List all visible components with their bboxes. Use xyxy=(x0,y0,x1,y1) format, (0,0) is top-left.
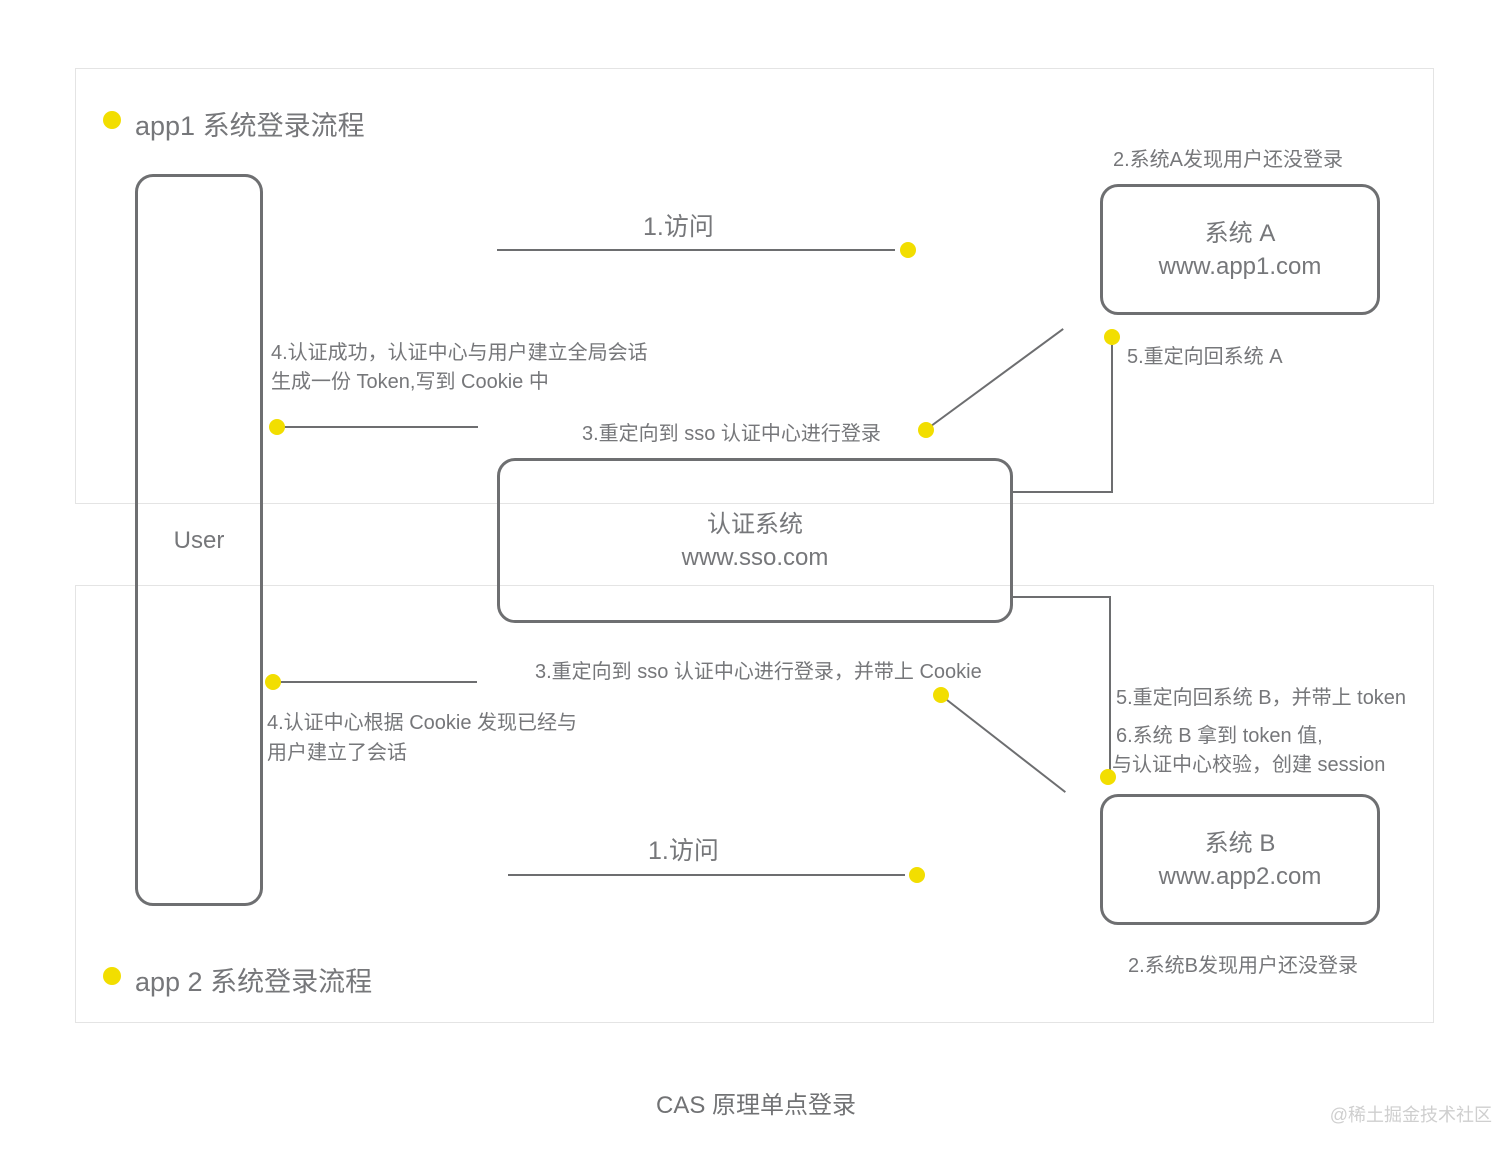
connector-line-redirect-back-a-v xyxy=(1111,345,1113,493)
sso-node: 认证系统 www.sso.com xyxy=(497,458,1013,623)
app1-flow-title: app1 系统登录流程 xyxy=(135,111,365,141)
annotation-redirect-sso-app1: 3.重定向到 sso 认证中心进行登录 xyxy=(582,423,881,445)
connector-line-visit-a xyxy=(497,249,895,251)
connector-dot-icon xyxy=(269,419,285,435)
system-a-name: 系统 A xyxy=(1204,219,1276,247)
connector-line-visit-b xyxy=(508,874,905,876)
connector-dot-icon xyxy=(900,242,916,258)
system-b-name: 系统 B xyxy=(1204,829,1276,857)
connector-line-cookie-session xyxy=(280,681,477,683)
annotation-cookie-session-line1: 4.认证中心根据 Cookie 发现已经与 xyxy=(267,712,578,734)
diagram-caption: CAS 原理单点登录 xyxy=(655,1092,856,1119)
sso-url: www.sso.com xyxy=(681,543,829,571)
watermark: @稀土掘金技术社区 xyxy=(1329,1105,1492,1125)
user-node-label: User xyxy=(173,526,225,554)
annotation-redirect-back-b: 5.重定向回系统 B，并带上 token xyxy=(1116,687,1407,709)
system-a-node: 系统 A www.app1.com xyxy=(1100,184,1380,315)
system-b-node: 系统 B www.app2.com xyxy=(1100,794,1380,925)
connector-line-redirect-back-b-v xyxy=(1109,596,1111,770)
bullet-icon xyxy=(103,967,121,985)
annotation-token-line2: 与认证中心校验，创建 session xyxy=(1112,754,1386,776)
annotation-app1-not-logged-in: 2.系统A发现用户还没登录 xyxy=(1113,149,1344,171)
annotation-redirect-back-a: 5.重定向回系统 A xyxy=(1127,346,1283,368)
annotation-visit-app1: 1.访问 xyxy=(643,213,714,241)
app1-flow-panel xyxy=(75,68,1434,504)
annotation-cookie-session-line2: 用户建立了会话 xyxy=(267,742,407,764)
annotation-visit-app2: 1.访问 xyxy=(648,837,719,865)
connector-line-redirect-back-a-h xyxy=(1013,491,1113,493)
annotation-app2-not-logged-in: 2.系统B发现用户还没登录 xyxy=(1128,955,1359,977)
connector-line-auth-success xyxy=(277,426,478,428)
bullet-icon xyxy=(103,111,121,129)
annotation-auth-success-line1: 4.认证成功，认证中心与用户建立全局会话 xyxy=(271,342,648,364)
system-a-url: www.app1.com xyxy=(1158,252,1322,280)
annotation-auth-success-line2: 生成一份 Token,写到 Cookie 中 xyxy=(271,371,549,393)
connector-line-redirect-back-b-h xyxy=(1013,596,1111,598)
connector-dot-icon xyxy=(1104,329,1120,345)
annotation-redirect-sso-app2: 3.重定向到 sso 认证中心进行登录，并带上 Cookie xyxy=(535,661,982,683)
connector-dot-icon xyxy=(918,422,934,438)
annotation-token-line1: 6.系统 B 拿到 token 值, xyxy=(1116,725,1323,747)
sso-name: 认证系统 xyxy=(707,510,803,538)
connector-dot-icon xyxy=(265,674,281,690)
connector-dot-icon xyxy=(933,687,949,703)
app2-flow-panel xyxy=(75,585,1434,1023)
system-b-url: www.app2.com xyxy=(1158,862,1322,890)
app2-flow-title: app 2 系统登录流程 xyxy=(135,967,373,997)
user-node: User xyxy=(135,174,263,906)
connector-dot-icon xyxy=(1100,769,1116,785)
connector-dot-icon xyxy=(909,867,925,883)
